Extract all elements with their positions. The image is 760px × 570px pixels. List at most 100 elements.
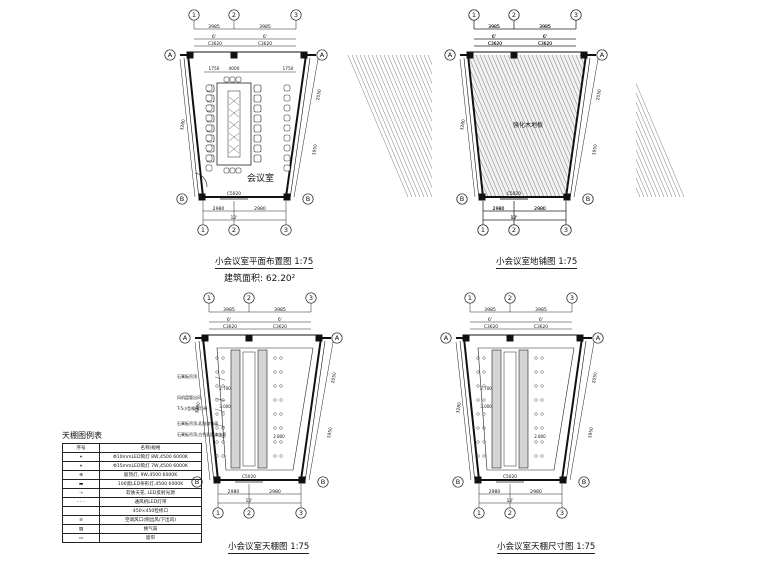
floor-hatch-line <box>367 54 429 198</box>
table-decor <box>228 96 240 106</box>
dim-label: 2980 <box>254 206 266 212</box>
downlight <box>221 440 225 444</box>
grid-bubble-row-label: A <box>600 51 605 59</box>
caption-plan-layout: 小会议室平面布置图 1:75 <box>215 257 314 269</box>
legend-row: ▬100宽LED条形灯,4500 6000K <box>62 479 202 489</box>
dim-label: C3620 <box>273 324 287 330</box>
downlight <box>279 356 283 360</box>
downlight <box>273 412 277 416</box>
structural-column <box>245 334 253 342</box>
table-center-strip <box>227 90 241 158</box>
leader-line <box>214 397 226 402</box>
downlight <box>279 454 283 458</box>
legend-title: 天棚图例表 <box>62 431 102 440</box>
caption-floor-paving: 小会议室地铺图 1:75 <box>496 257 578 269</box>
grid-bubble-bottom <box>197 224 209 236</box>
conference-table <box>216 82 252 166</box>
downlight <box>482 370 486 374</box>
structural-column <box>466 51 474 59</box>
grid-bubble-bottom <box>504 507 516 519</box>
downlight <box>540 370 544 374</box>
dim-label: 2980 <box>534 206 546 212</box>
dim-label: 2980 <box>534 206 546 212</box>
downlight <box>540 356 544 360</box>
wall-inner-right <box>304 340 326 483</box>
downlight <box>215 454 219 458</box>
dim-line <box>455 341 472 481</box>
grid-bubble-row-label: B <box>321 478 325 486</box>
dim-label: 2980 <box>269 489 281 495</box>
grid-bubble-row-label: B <box>456 478 460 486</box>
grid-bubble-bottom <box>295 507 307 519</box>
dim-label: 3985 <box>539 24 551 30</box>
downlight <box>534 398 538 402</box>
grid-bubble-bottom <box>556 507 568 519</box>
grid-bubble-row-label: A <box>335 334 340 342</box>
downlight <box>273 426 277 430</box>
dim-label: 6' <box>278 317 282 323</box>
dim-label: 1750 <box>209 66 220 72</box>
grid-bubble-top-label: 1 <box>468 294 472 302</box>
chair <box>223 167 230 174</box>
chair <box>253 104 262 113</box>
downlight <box>534 426 538 430</box>
wall-inner-right <box>565 340 587 483</box>
grid-bubble-bottom-label: 2 <box>512 226 516 234</box>
legend-row: ⇢软质天花, LED反射光源 <box>62 488 202 498</box>
side-chair <box>205 164 213 172</box>
chair <box>253 134 262 143</box>
dim-label: 2050 <box>330 372 338 384</box>
side-chair <box>205 154 213 162</box>
downlight <box>482 454 486 458</box>
dim-label: 2050 <box>591 372 599 384</box>
downlight <box>476 440 480 444</box>
legend-symbol: ⌖ <box>62 452 100 462</box>
legend-name: 换气扇 <box>99 524 202 534</box>
grid-bubble-top-label: 2 <box>512 11 516 19</box>
grid-bubble-row <box>317 476 329 488</box>
linear-light-strip <box>230 349 241 469</box>
grid-bubble-bottom-label: 3 <box>299 509 303 517</box>
ceiling-note: 石膏板吊顶,乳胶漆饰面 <box>177 420 218 426</box>
downlight <box>273 454 277 458</box>
downlight <box>534 454 538 458</box>
dim-label: 3985 <box>539 24 551 30</box>
structural-column <box>576 334 584 342</box>
chair <box>235 76 242 83</box>
dim-label: 4000 <box>229 66 240 72</box>
grid-bubble-row <box>578 476 590 488</box>
downlight <box>482 412 486 416</box>
grid-bubble-row <box>302 193 314 205</box>
downlight <box>534 412 538 416</box>
floor-hatch-line <box>359 54 421 198</box>
wall-inner-left <box>459 340 476 483</box>
downlight <box>540 426 544 430</box>
legend-name: 100宽LED条形灯,4500 6000K <box>99 479 202 489</box>
dim-label: C3620 <box>258 41 272 47</box>
grid-bubble-row-label: A <box>168 51 173 59</box>
legend-symbol: ⊕ <box>62 470 100 480</box>
downlight <box>279 370 283 374</box>
structural-column <box>559 476 567 484</box>
downlight <box>476 398 480 402</box>
downlight <box>540 440 544 444</box>
dim-line <box>573 58 599 198</box>
grid-bubble-top-label: 2 <box>508 294 512 302</box>
floor-hatch-line <box>371 54 433 198</box>
room-name: 会议室 <box>247 174 275 184</box>
legend-symbol: ⇢ <box>62 488 100 498</box>
hatch-mask <box>432 55 483 197</box>
structural-column <box>283 193 291 201</box>
dim-label: 6' <box>543 34 547 40</box>
legend-header-cell: 序号 <box>62 443 100 453</box>
downlight <box>482 440 486 444</box>
ceiling-note: 石膏板吊顶 <box>177 373 197 379</box>
grid-bubble-top-label: 1 <box>192 11 196 19</box>
dim-label: C5020 <box>227 191 241 197</box>
structural-column <box>563 193 571 201</box>
legend-name: 软质天花, LED反射光源 <box>99 488 202 498</box>
dim-label: 1950 <box>591 144 599 156</box>
downlight <box>482 426 486 430</box>
dim-line <box>308 341 334 481</box>
structural-column <box>213 476 221 484</box>
